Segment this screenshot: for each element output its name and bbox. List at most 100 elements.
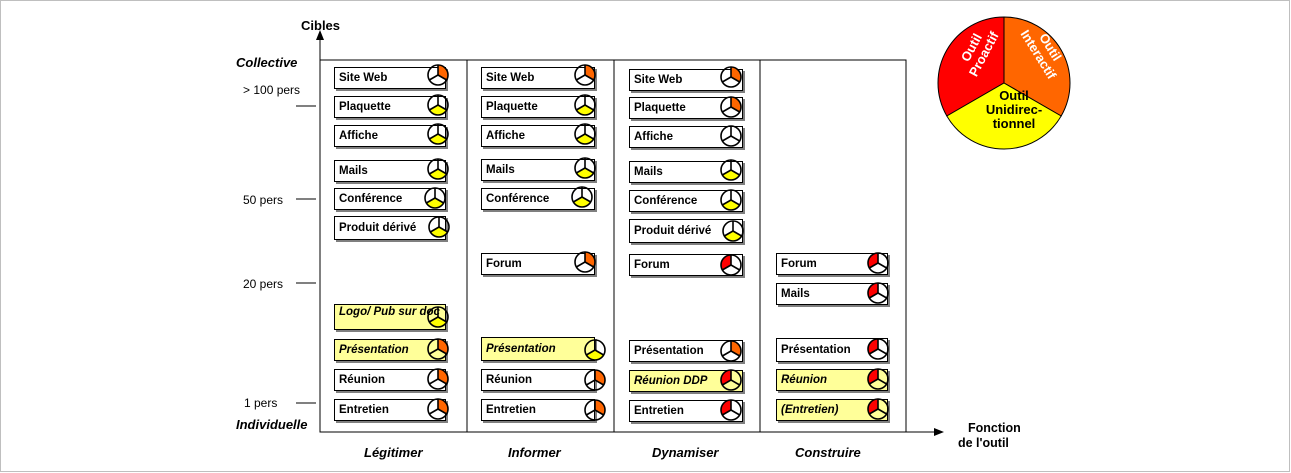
tool-type-icon bbox=[720, 159, 742, 181]
tool-box-dynamiser: Entretien bbox=[629, 400, 743, 422]
tool-type-icon bbox=[427, 64, 449, 86]
icon-divider bbox=[721, 76, 732, 83]
tool-box-legitimer: Entretien bbox=[334, 399, 446, 421]
icon-divider bbox=[437, 316, 448, 323]
y-tick-label: 1 pers bbox=[244, 396, 278, 410]
tool-box-legitimer: Produit dérivé bbox=[334, 216, 446, 240]
tool-box-informer: Mails bbox=[481, 159, 595, 181]
x-axis-title-line2: de l'outil bbox=[958, 436, 1009, 450]
icon-divider bbox=[575, 133, 586, 140]
icon-filled-sector bbox=[576, 105, 594, 115]
icon-divider bbox=[730, 199, 741, 206]
icon-divider bbox=[434, 197, 445, 204]
tool-type-icon bbox=[867, 252, 889, 274]
tool-box-construire: (Entretien) bbox=[776, 399, 888, 421]
icon-divider bbox=[437, 378, 448, 385]
icon-filled-sector bbox=[429, 134, 447, 144]
tool-box-legitimer: Présentation bbox=[334, 339, 446, 361]
tool-type-icon bbox=[867, 282, 889, 304]
tool-box-legitimer: Site Web bbox=[334, 67, 446, 89]
tool-type-icon bbox=[867, 338, 889, 360]
icon-divider bbox=[721, 135, 732, 142]
icon-divider bbox=[721, 199, 732, 206]
tool-type-icon bbox=[720, 254, 742, 276]
icon-divider bbox=[594, 409, 605, 416]
tool-type-icon bbox=[584, 399, 606, 421]
tool-type-icon bbox=[720, 340, 742, 362]
icon-filled-sector bbox=[429, 317, 447, 327]
icon-divider bbox=[730, 379, 741, 386]
tool-box-legitimer: Logo/ Pub sur doc bbox=[334, 304, 446, 330]
tool-box-dynamiser: Forum bbox=[629, 254, 743, 276]
column-label-construire: Construire bbox=[795, 445, 861, 460]
y-axis-bottom-label: Individuelle bbox=[236, 417, 308, 432]
tool-box-dynamiser: Mails bbox=[629, 161, 743, 183]
tool-type-icon bbox=[574, 123, 596, 145]
icon-divider bbox=[877, 408, 888, 415]
tool-type-icon bbox=[720, 189, 742, 211]
icon-divider bbox=[721, 409, 732, 416]
icon-divider bbox=[868, 378, 879, 385]
tool-box-dynamiser: Conférence bbox=[629, 190, 743, 212]
x-axis-arrow bbox=[934, 428, 944, 436]
column-label-informer: Informer bbox=[508, 445, 561, 460]
icon-filled-sector bbox=[426, 198, 444, 208]
icon-divider bbox=[877, 378, 888, 385]
column-grid bbox=[319, 59, 907, 433]
y-axis-top-label: Collective bbox=[236, 55, 298, 70]
icon-divider bbox=[428, 408, 439, 415]
icon-divider bbox=[584, 133, 595, 140]
legend-slice-interactif bbox=[1003, 16, 1071, 117]
icon-divider bbox=[437, 104, 448, 111]
tool-type-icon bbox=[720, 96, 742, 118]
icon-divider bbox=[572, 196, 583, 203]
icon-divider bbox=[868, 348, 879, 355]
icon-filled-sector bbox=[429, 169, 447, 179]
icon-divider bbox=[585, 379, 596, 386]
legend-slice-proactif bbox=[937, 16, 1005, 117]
icon-divider bbox=[721, 379, 732, 386]
y-axis-arrow bbox=[316, 30, 324, 40]
icon-divider bbox=[594, 349, 605, 356]
legend-label-unidirectionnel-1: Outil bbox=[999, 88, 1029, 103]
icon-divider bbox=[732, 230, 743, 237]
y-tick-label: 20 pers bbox=[243, 277, 284, 291]
icon-divider bbox=[428, 74, 439, 81]
tool-type-icon bbox=[867, 398, 889, 420]
icon-divider bbox=[437, 348, 448, 355]
icon-divider bbox=[584, 261, 595, 268]
icon-divider bbox=[437, 408, 448, 415]
tool-type-icon bbox=[574, 64, 596, 86]
icon-divider bbox=[868, 408, 879, 415]
legend-label-unidirectionnel-3: tionnel bbox=[992, 116, 1036, 131]
icon-divider bbox=[584, 104, 595, 111]
y-axis-title: Cibles bbox=[301, 18, 341, 33]
icon-divider bbox=[428, 168, 439, 175]
icon-divider bbox=[723, 230, 734, 237]
tool-type-icon bbox=[720, 125, 742, 147]
tool-type-icon bbox=[424, 187, 446, 209]
icon-filled-sector bbox=[430, 227, 448, 237]
legend-slice-unidirectionnel bbox=[946, 82, 1062, 150]
tool-type-icon bbox=[720, 66, 742, 88]
column-label-dynamiser: Dynamiser bbox=[652, 445, 719, 460]
icon-filled-sector bbox=[573, 197, 591, 207]
icon-divider bbox=[877, 348, 888, 355]
icon-filled-sector bbox=[576, 134, 594, 144]
icon-filled-sector bbox=[724, 231, 742, 241]
legend-label-unidirectionnel-2: Unidirec- bbox=[985, 102, 1043, 117]
icon-divider bbox=[428, 133, 439, 140]
icon-filled-sector bbox=[722, 200, 740, 210]
tool-type-icon bbox=[584, 369, 606, 391]
tool-type-icon bbox=[584, 339, 606, 361]
icon-divider bbox=[428, 378, 439, 385]
tool-box-legitimer: Conférence bbox=[334, 188, 446, 210]
tool-box-dynamiser: Produit dérivé bbox=[629, 219, 743, 243]
tool-box-informer: Entretien bbox=[481, 399, 595, 421]
icon-divider bbox=[730, 106, 741, 113]
icon-divider bbox=[877, 262, 888, 269]
icon-divider bbox=[437, 74, 448, 81]
x-axis-title-line1: Fonction bbox=[968, 421, 1021, 435]
tool-box-legitimer: Plaquette bbox=[334, 96, 446, 118]
